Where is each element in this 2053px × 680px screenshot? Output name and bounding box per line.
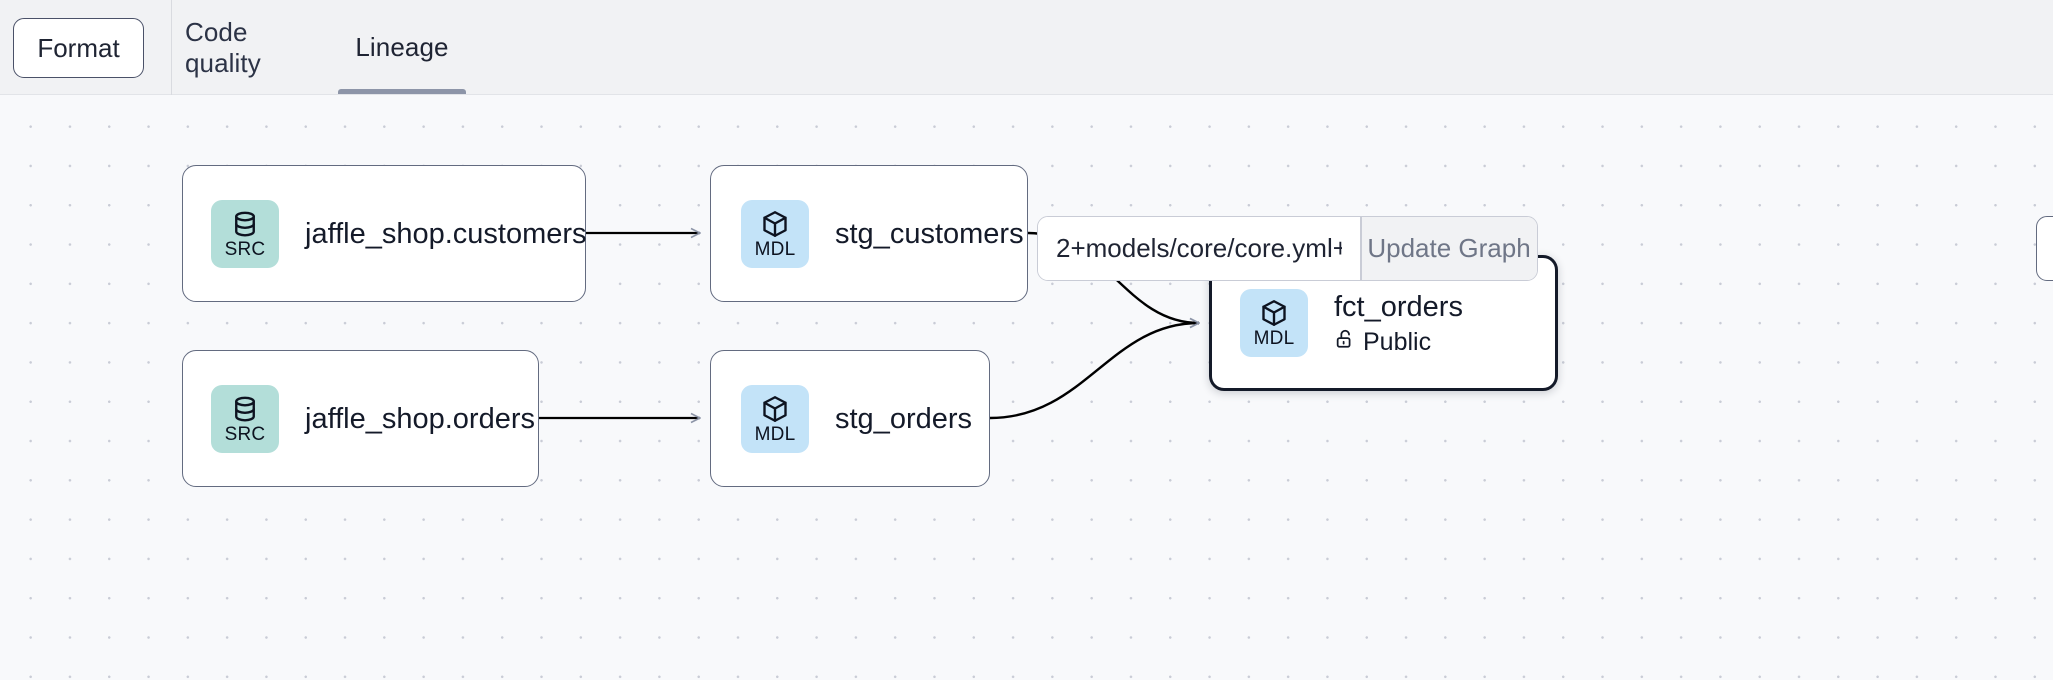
cube-icon [1259, 298, 1289, 328]
badge-label: MDL [754, 423, 796, 445]
active-tab-indicator [338, 89, 466, 94]
unlock-icon [1334, 327, 1356, 357]
node-body: stg_customers [835, 217, 1024, 251]
node-access-label: Public [1363, 327, 1432, 356]
node-body: fct_orders Public [1334, 290, 1463, 357]
source-badge: SRC [211, 199, 279, 268]
graph-selector-group: Update Graph [1037, 216, 1538, 281]
toolbar: Format Code quality Lineage [0, 0, 2053, 95]
overflow-control-button[interactable] [2036, 216, 2053, 281]
graph-selector-input[interactable] [1038, 217, 1360, 280]
model-badge: MDL [741, 384, 809, 453]
lineage-node-stg-orders[interactable]: MDL stg_orders [710, 350, 990, 487]
control-divider [1360, 217, 1362, 280]
toolbar-divider [171, 0, 173, 95]
database-icon [230, 394, 260, 424]
lineage-node-src-orders[interactable]: SRC jaffle_shop.orders [182, 350, 539, 487]
node-title: stg_customers [835, 217, 1024, 250]
node-body: jaffle_shop.orders [305, 402, 535, 436]
node-title: fct_orders [1334, 290, 1463, 323]
cube-icon [760, 209, 790, 239]
badge-label: SRC [224, 238, 266, 260]
node-body: stg_orders [835, 402, 972, 436]
node-access-status: Public [1334, 327, 1463, 357]
lineage-canvas[interactable]: SRC jaffle_shop.customers SRC jaffle_sho… [0, 95, 2053, 680]
model-badge: MDL [1240, 289, 1308, 357]
tab-lineage[interactable]: Lineage [355, 32, 449, 62]
tab-code-quality[interactable]: Code quality [185, 16, 261, 78]
format-button[interactable]: Format [13, 18, 144, 78]
badge-label: MDL [754, 238, 796, 260]
model-badge: MDL [741, 199, 809, 268]
database-icon [230, 209, 260, 239]
lineage-node-src-customers[interactable]: SRC jaffle_shop.customers [182, 165, 587, 302]
badge-label: MDL [1253, 328, 1295, 349]
node-body: jaffle_shop.customers [305, 217, 587, 251]
source-badge: SRC [211, 384, 279, 453]
edge-stg-orders-to-fct-orders [989, 323, 1199, 420]
node-title: jaffle_shop.customers [305, 217, 587, 250]
node-title: jaffle_shop.orders [305, 402, 536, 435]
update-graph-button[interactable]: Update Graph [1361, 217, 1537, 280]
node-title: stg_orders [835, 402, 973, 435]
cube-icon [760, 394, 790, 424]
badge-label: SRC [224, 423, 266, 445]
lineage-node-stg-customers[interactable]: MDL stg_customers [710, 165, 1028, 302]
